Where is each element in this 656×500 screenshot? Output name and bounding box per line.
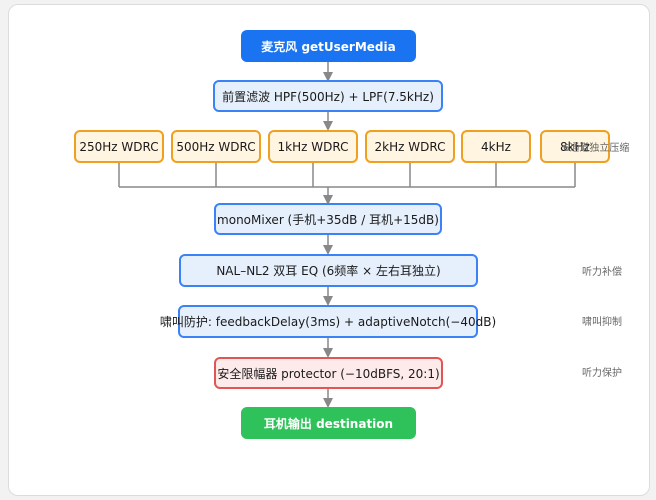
band-1khz-node: 1kHz WDRC <box>268 130 358 163</box>
eq-annotation: 听力补偿 <box>582 267 622 278</box>
limiter-node: 安全限幅器 protector (−10dBFS, 20:1) <box>214 357 443 389</box>
feedback-annotation: 啸叫抑制 <box>582 317 622 328</box>
bands-merge-lines <box>118 163 576 188</box>
mono-mixer-node: monoMixer (手机+35dB / 耳机+15dB) <box>214 203 442 235</box>
band-2khz-node: 2kHz WDRC <box>365 130 455 163</box>
mic-source-node: 麦克风 getUserMedia <box>241 30 416 62</box>
bands-annotation: 6通道独立压缩 <box>563 143 630 154</box>
band-250hz-node: 250Hz WDRC <box>74 130 164 163</box>
prefilter-node: 前置滤波 HPF(500Hz) + LPF(7.5kHz) <box>213 80 443 112</box>
feedback-protection-node: 啸叫防护: feedbackDelay(3ms) + adaptiveNotch… <box>160 305 496 338</box>
band-500hz-node: 500Hz WDRC <box>171 130 261 163</box>
nal-nl2-eq-node: NAL–NL2 双耳 EQ (6频率 × 左右耳独立) <box>179 254 478 287</box>
output-destination-node: 耳机输出 destination <box>241 407 416 439</box>
band-4khz-node: 4kHz <box>461 130 531 163</box>
limiter-annotation: 听力保护 <box>582 368 622 379</box>
band-8khz-node: 8kHz <box>540 130 610 163</box>
